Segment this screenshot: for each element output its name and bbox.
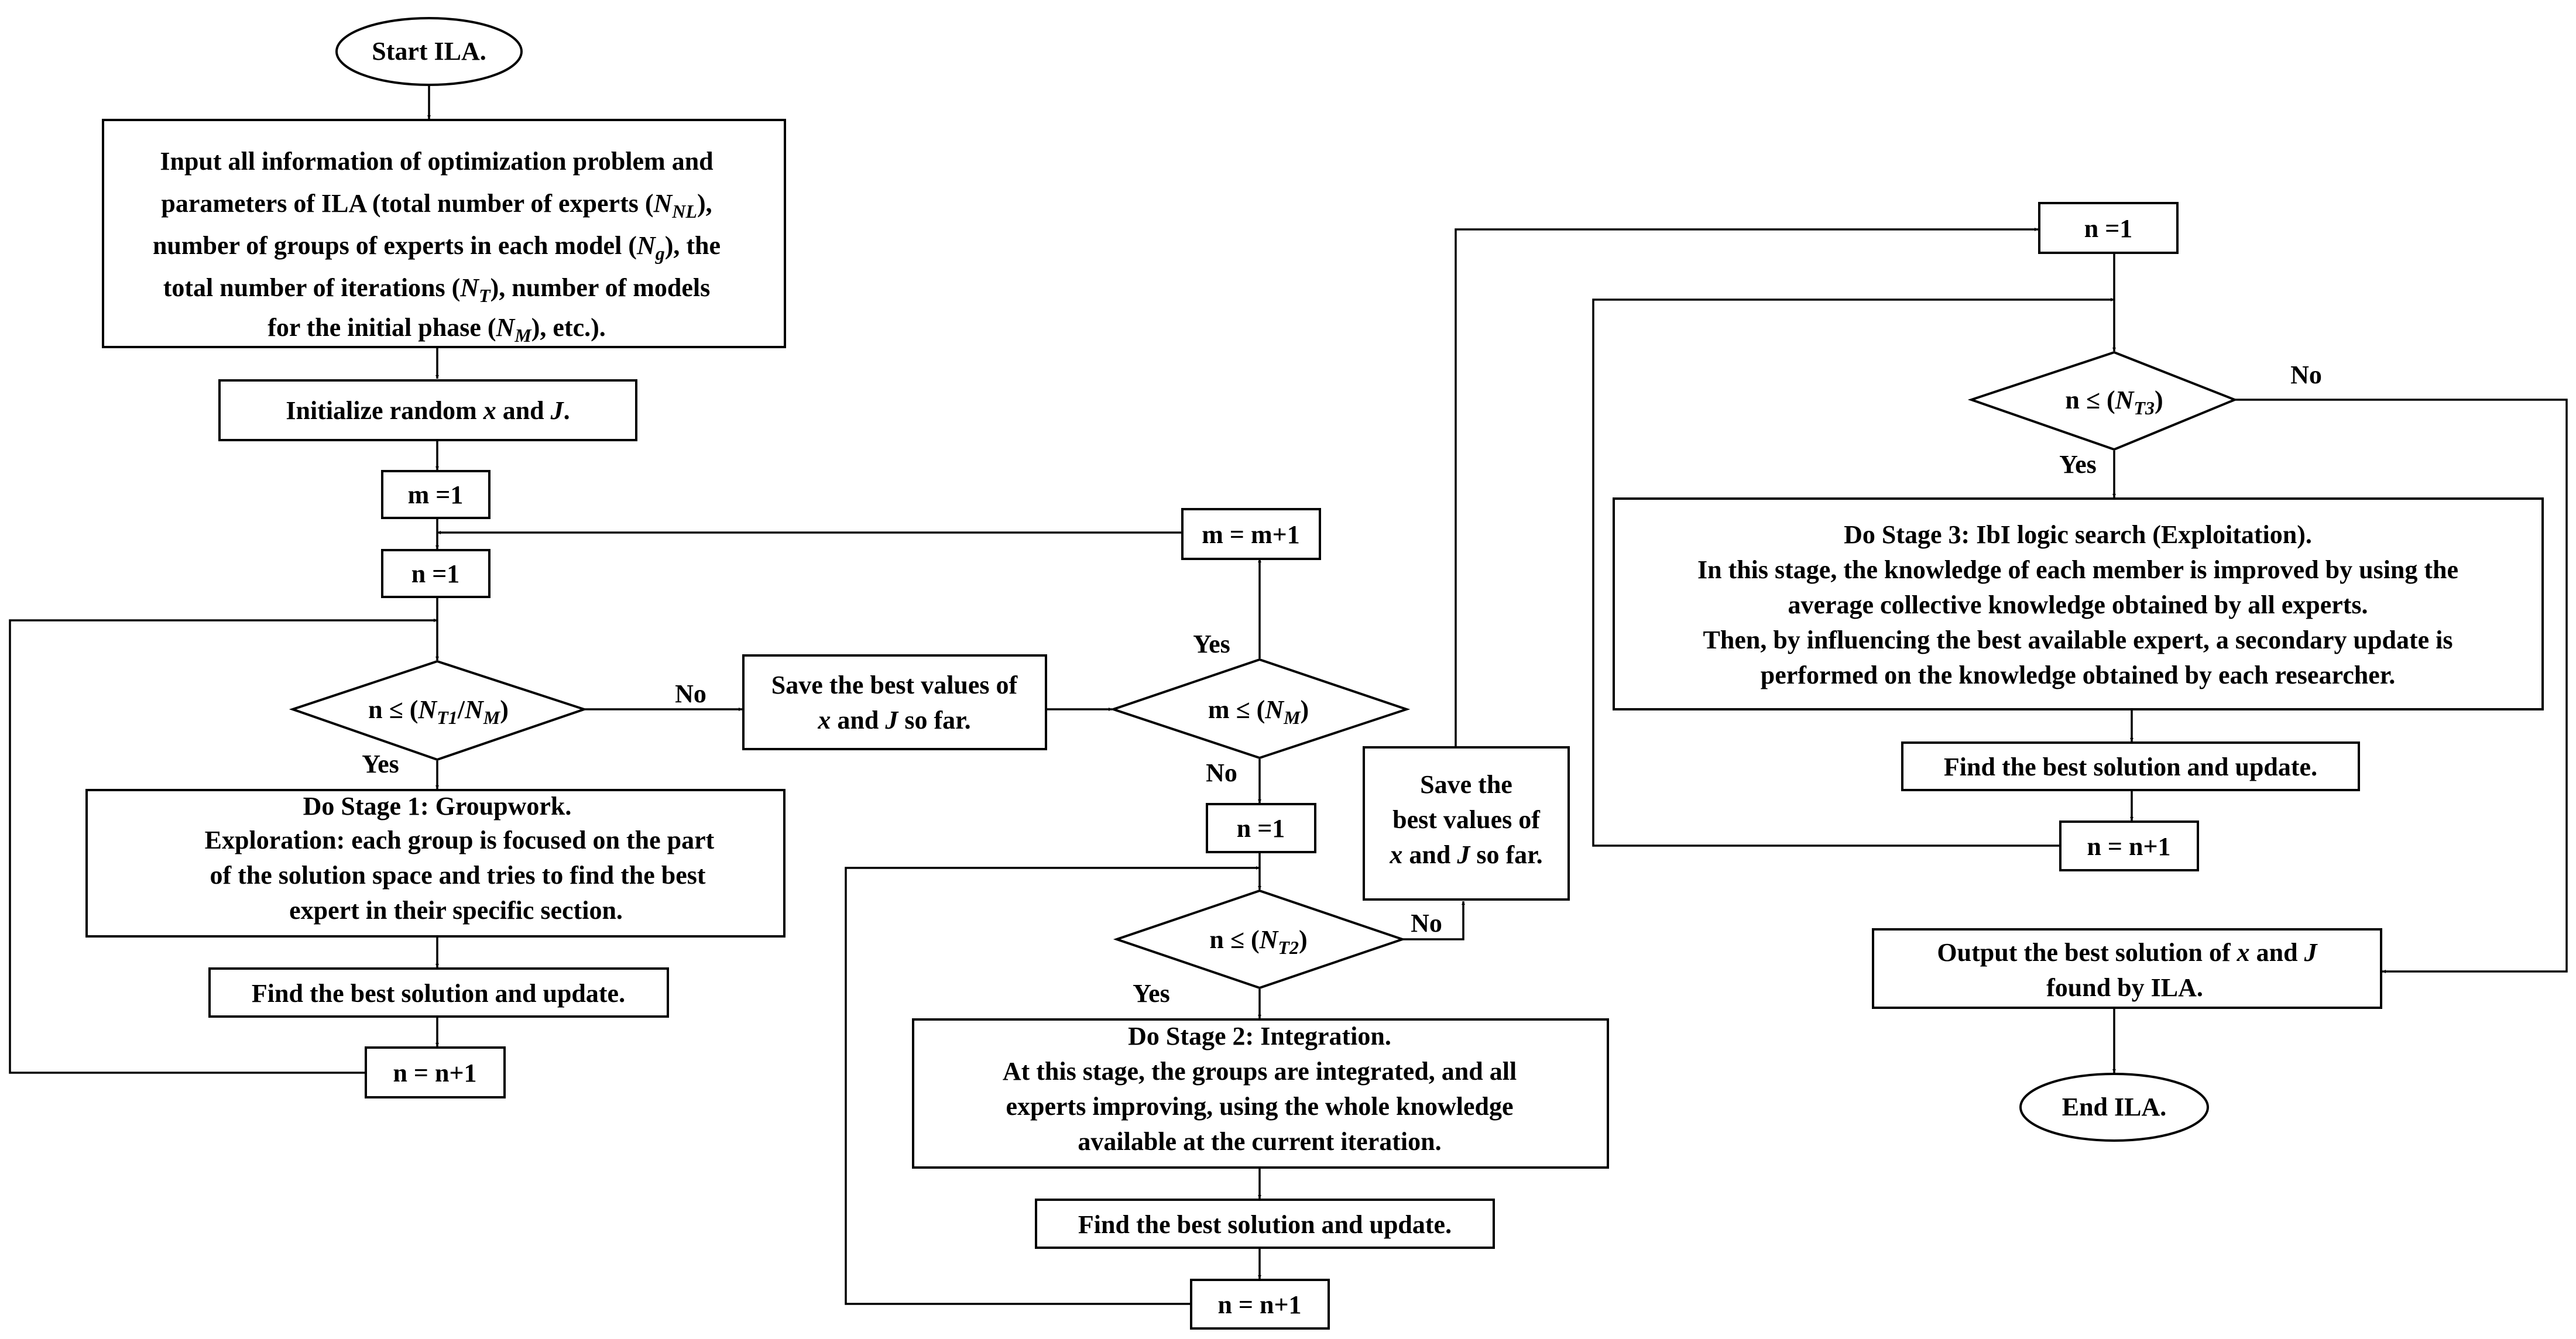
edge-cond2-no	[1402, 901, 1465, 940]
start-label: Start ILA.	[372, 37, 486, 66]
n-init-box-1: n =1	[381, 549, 490, 598]
inc1-label: n = n+1	[393, 1059, 476, 1087]
input-line-5: for the initial phase (NM), etc.).	[267, 313, 606, 346]
stage2-line-4: available at the current iteration.	[1078, 1127, 1441, 1156]
m-inc-box: m = m+1	[1181, 508, 1321, 560]
inc2-label: n = n+1	[1217, 1290, 1301, 1319]
edges	[9, 85, 2568, 1305]
find1-box: Find the best solution and update.	[208, 967, 669, 1018]
end-label: End ILA.	[2062, 1093, 2167, 1121]
m-inc-label: m = m+1	[1202, 520, 1299, 549]
output-line-2: found by ILA.	[2046, 973, 2203, 1002]
stage1-line-4: expert in their specific section.	[289, 896, 623, 925]
save2-box: Save the best values of x and J so far.	[1363, 746, 1570, 901]
stage2-box: Do Stage 2: Integration. At this stage, …	[912, 1018, 1609, 1169]
save1-box: Save the best values of x and J so far.	[742, 654, 1047, 750]
cond1-diamond: n ≤ (NT1/NM)	[289, 660, 588, 761]
input-line-4: total number of iterations (NT), number …	[163, 273, 711, 306]
condm-yes-label: Yes	[1193, 630, 1230, 658]
inc1-box: n = n+1	[365, 1046, 506, 1098]
stage2-line-1: Do Stage 2: Integration.	[1128, 1022, 1391, 1050]
cond2-no-label: No	[1411, 909, 1442, 938]
m-init-box: m =1	[381, 470, 490, 519]
cond1-label: n ≤ (NT1/NM)	[368, 695, 509, 728]
save1-line-2: x and J so far.	[817, 706, 970, 734]
stage3-line-2: In this stage, the knowledge of each mem…	[1697, 555, 2458, 584]
cond3-no-label: No	[2290, 360, 2322, 389]
cond2-label: n ≤ (NT2)	[1209, 925, 1307, 958]
n-init-label-2: n =1	[1237, 814, 1285, 843]
input-line-1: Input all information of optimization pr…	[160, 147, 713, 176]
cond2-diamond: n ≤ (NT2)	[1113, 889, 1407, 990]
end-node: End ILA.	[2019, 1073, 2209, 1142]
condm-no-label: No	[1206, 758, 1237, 787]
edge-loop3	[1592, 298, 2114, 847]
output-box: Output the best solution of x and J foun…	[1872, 928, 2382, 1009]
cond3-diamond: n ≤ (NT3)	[1967, 351, 2238, 451]
edge-save2-n3	[1455, 228, 2038, 746]
stage1-line-3: of the solution space and tries to find …	[210, 861, 705, 890]
start-node: Start ILA.	[335, 17, 523, 86]
n-init-box-3: n =1	[2038, 202, 2179, 254]
stage1-line-2: Exploration: each group is focused on th…	[205, 826, 715, 854]
save2-line-2: best values of	[1392, 805, 1541, 834]
input-box: Input all information of optimization pr…	[102, 119, 786, 348]
n-init-label-1: n =1	[411, 559, 460, 588]
stage3-line-1: Do Stage 3: IbI logic search (Exploitati…	[1844, 520, 2312, 549]
save2-line-3: x and J so far.	[1389, 840, 1542, 869]
cond3-label: n ≤ (NT3)	[2065, 386, 2163, 418]
condm-diamond: m ≤ (NM)	[1109, 658, 1411, 760]
init-box: Initialize random x and J.	[218, 379, 637, 441]
save2-line-1: Save the	[1420, 770, 1512, 799]
find3-box: Find the best solution and update.	[1901, 741, 2360, 791]
save1-line-1: Save the best values of	[771, 671, 1018, 699]
stage3-line-5: performed on the knowledge obtained by e…	[1761, 661, 2395, 689]
edge-cond3-no	[2235, 399, 2568, 973]
init-label: Initialize random x and J.	[286, 396, 570, 425]
find2-box: Find the best solution and update.	[1035, 1199, 1495, 1249]
stage3-line-4: Then, by influencing the best available …	[1703, 626, 2453, 654]
inc3-label: n = n+1	[2087, 832, 2170, 861]
edge-loop1	[9, 619, 437, 1074]
n-init-box-2: n =1	[1206, 803, 1316, 853]
find1-label: Find the best solution and update.	[252, 979, 625, 1008]
inc3-box: n = n+1	[2059, 820, 2199, 871]
stage1-box: Do Stage 1: Groupwork. Exploration: each…	[85, 789, 786, 938]
cond1-no-label: No	[675, 679, 706, 708]
input-line-2: parameters of ILA (total number of exper…	[161, 189, 712, 222]
edge-loop2	[845, 866, 1260, 1305]
cond3-yes-label: Yes	[2059, 450, 2097, 479]
condm-label: m ≤ (NM)	[1208, 695, 1309, 728]
find2-label: Find the best solution and update.	[1078, 1210, 1452, 1239]
stage2-line-3: experts improving, using the whole knowl…	[1006, 1092, 1513, 1121]
stage3-box: Do Stage 3: IbI logic search (Exploitati…	[1613, 497, 2544, 710]
input-line-3: number of groups of experts in each mode…	[153, 231, 721, 264]
cond2-yes-label: Yes	[1133, 979, 1170, 1008]
cond1-yes-label: Yes	[362, 750, 399, 778]
find3-label: Find the best solution and update.	[1944, 753, 2317, 781]
stage1-line-1: Do Stage 1: Groupwork.	[303, 792, 572, 820]
stage2-line-2: At this stage, the groups are integrated…	[1003, 1057, 1517, 1086]
n-init-label-3: n =1	[2084, 214, 2133, 243]
output-line-1: Output the best solution of x and J	[1937, 938, 2318, 967]
inc2-box: n = n+1	[1190, 1279, 1330, 1330]
m-init-label: m =1	[408, 480, 464, 509]
stage3-line-3: average collective knowledge obtained by…	[1788, 590, 2368, 619]
